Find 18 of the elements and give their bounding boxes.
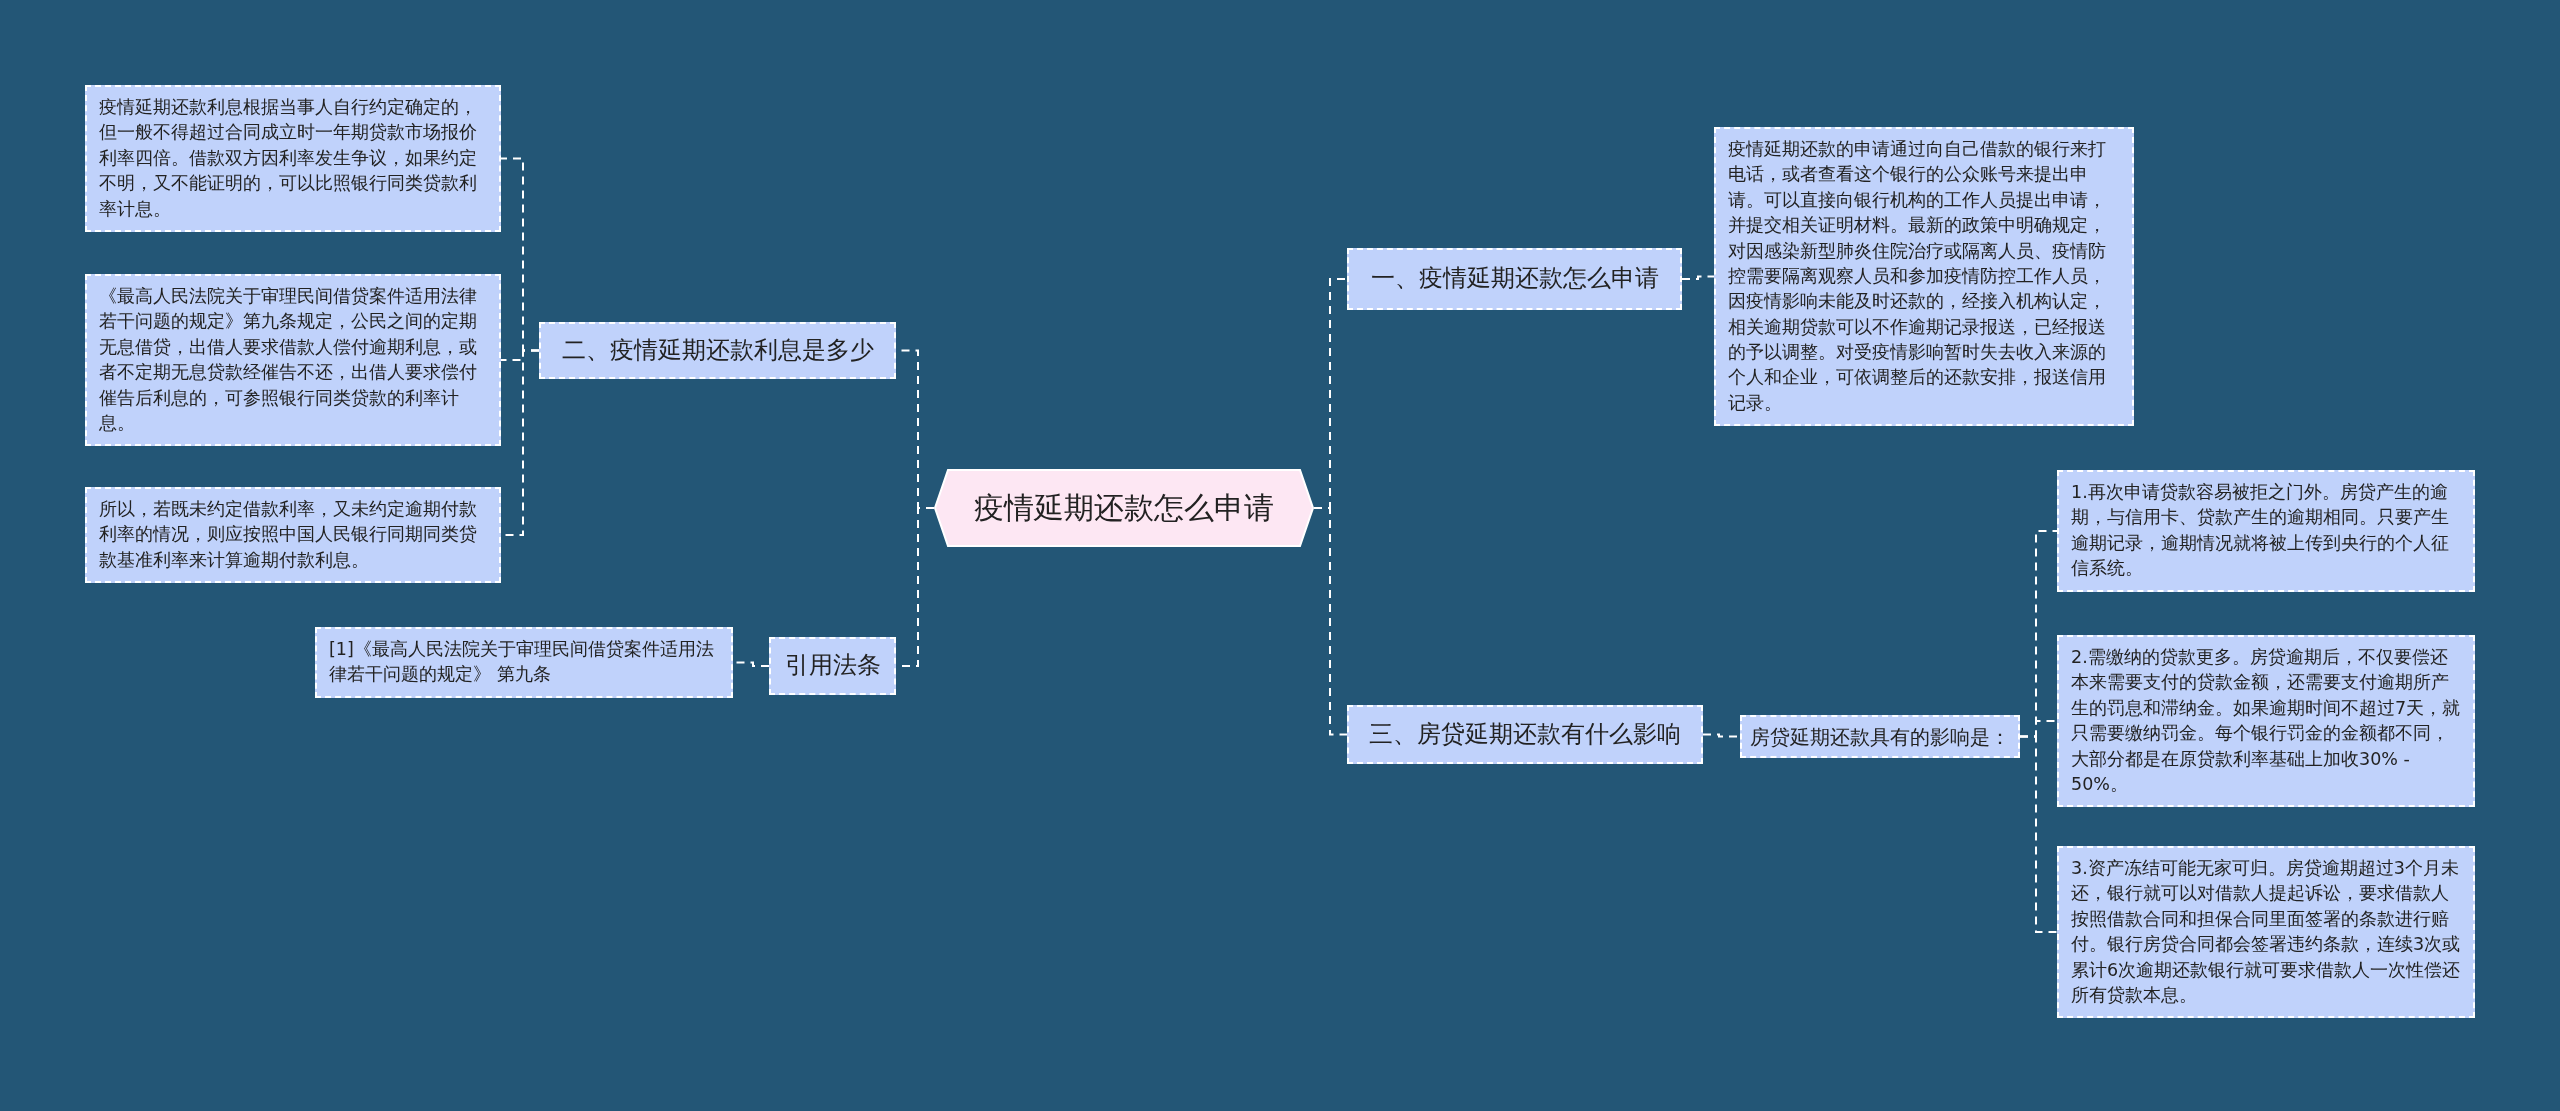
text-box: 《最高人民法院关于审理民间借贷案件适用法律若干问题的规定》第九条规定，公民之间的定期无息借贷，出借人要求借款人偿付逾期利息，或者不定期无息贷款经催告不还，出借人要求偿付催告后利息的，可参照银行同类贷款的利率计息。 (85, 274, 501, 447)
text-box: 所以，若既未约定借款利率，又未约定逾期付款利率的情况，则应按照中国人民银行同期同类贷款基准利率来计算逾期付款利息。 (85, 487, 501, 584)
topic-box: 三、房贷延期还款有什么影响 (1347, 705, 1703, 764)
topic-title: 疫情延期还款怎么申请 (974, 488, 1274, 527)
topic-box: 引用法条 (769, 637, 896, 695)
topic-box: 二、疫情延期还款利息是多少 (539, 322, 896, 379)
connector-line (2019, 735, 2058, 933)
text-box: 1.再次申请贷款容易被拒之门外。房贷产生的逾期，与信用卡、贷款产生的逾期相同。只要产生逾期记录，逾期情况就将被上传到央行的个人征信系统。 (2057, 470, 2475, 592)
text-box: 疫情延期还款利息根据当事人自行约定确定的，但一般不得超过合同成立时一年期贷款市场报价利率四倍。借款双方因利率发生争议，如果约定不明，又不能证明的，可以比照银行同类贷款利率计息。 (85, 85, 501, 232)
subtopic-box: 房贷延期还款具有的影响是： (1740, 715, 2020, 758)
text-box: [1]《最高人民法院关于审理民间借贷案件适用法律若干问题的规定》 第九条 (315, 627, 733, 698)
text-box: 疫情延期还款的申请通过向自己借款的银行来打电话，或者查看这个银行的公众账号来提出申请。可以直接向银行机构的工作人员提出申请，并提交相关证明材料。最新的政策中明确规定，对因感染新型肺炎住院治疗或隔离人员、疫情防控需要隔离观察人员和参加疫情防控工作人员，因疫情影响未能及时还款的，经接入机构认定，相关逾期贷款可以不作逾期记录报送，已经报送的予以调整。对受疫情影响暂时失去收入来源的个人和企业，可依调整后的还款安排，报送信用记录。 (1714, 127, 2134, 427)
topic-box: 一、疫情延期还款怎么申请 (1347, 248, 1682, 310)
hexagon-topic (934, 469, 1314, 547)
text-box: 2.需缴纳的贷款更多。房贷逾期后，不仅要偿还本来需要支付的贷款金额，还需要支付逾期所产生的罚息和滞纳金。如果逾期时间不超过7天，就只需要缴纳罚金。每个银行罚金的金额都不同，大部分都是在原贷款利率基础上加收30% - 50%。 (2057, 635, 2475, 808)
connector-line (1681, 275, 1715, 280)
connector-line (1313, 507, 1348, 736)
text-box: 3.资产冻结可能无家可归。房贷逾期超过3个月未还，银行就可以对借款人提起诉讼，要求借款人按照借款合同和担保合同里面签署的条款进行赔付。银行房贷合同都会签署违约条款，连续3次或累计6次逾期还款银行就可要求借款人一次性偿还所有贷款本息。 (2057, 846, 2475, 1019)
